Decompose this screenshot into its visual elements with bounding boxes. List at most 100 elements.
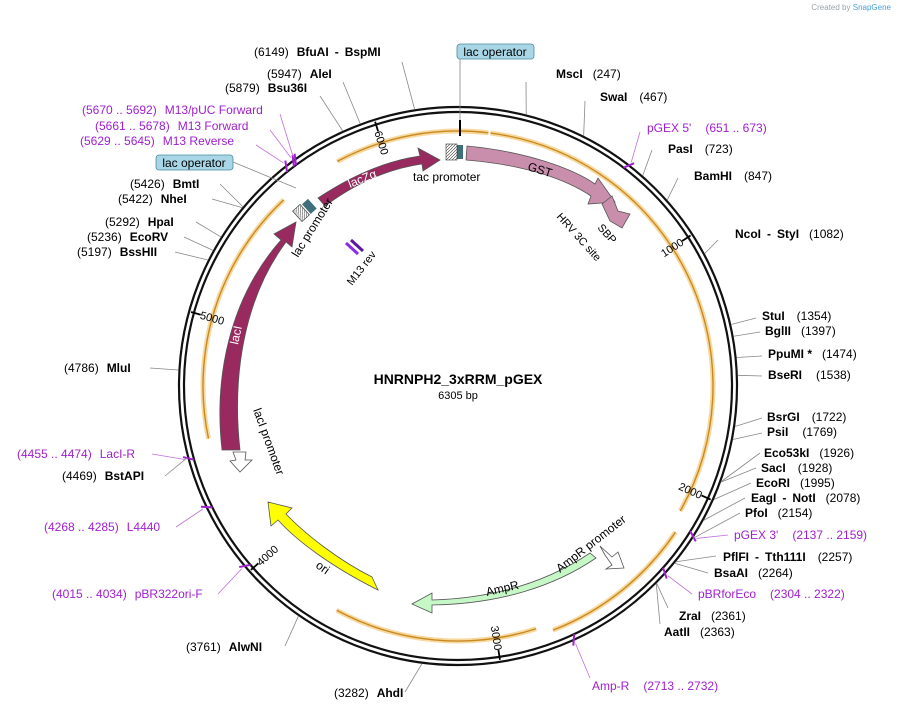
enzyme-bsshii[interactable]: (5197)BssHII [77, 245, 157, 259]
ruler-tick-2000 [701, 494, 712, 501]
enzyme-hpai[interactable]: (5292)HpaI [105, 215, 174, 229]
backbone-outer [177, 105, 739, 667]
feature-lacz-alpha[interactable] [317, 147, 441, 207]
enzyme-bmti[interactable]: (5426)BmtI [130, 177, 199, 191]
enzyme-leader-17 [703, 497, 746, 521]
feature-laci-label: lacI [227, 324, 245, 345]
primer-mark-1 [291, 155, 295, 167]
enzyme-leader-23 [404, 663, 423, 693]
enzyme-leader-11 [737, 374, 763, 377]
lac-promoter-mark [292, 204, 310, 222]
primer-leader-2 [255, 144, 284, 164]
enzyme-bsu36i[interactable]: (5879)Bsu36I [225, 81, 307, 95]
feature-sbp[interactable] [601, 195, 631, 229]
primer-mark-6 [572, 634, 576, 646]
enzyme-leader-1 [342, 81, 361, 124]
primer-mark-9 [182, 456, 195, 461]
enzyme-bsrgi[interactable]: BsrGI(1722) [767, 410, 846, 424]
enzyme-bfuai-bspmi[interactable]: (6149)BfuAI-BspMI [254, 45, 381, 59]
primer-leader-9 [151, 453, 185, 460]
lac-operator-mark-left [302, 198, 317, 214]
lac-operator-mark-top [457, 145, 463, 159]
feature-ori[interactable] [267, 501, 379, 591]
ruler-label-4000: 4000 [255, 543, 281, 568]
enzyme-bglii[interactable]: BglII(1397) [765, 324, 836, 338]
enzyme-nhei[interactable]: (5422)NheI [118, 192, 187, 206]
enzyme-bstapi[interactable]: (4469)BstAPI [62, 469, 144, 483]
feature-laci[interactable] [219, 221, 297, 451]
primer-pgex-5[interactable]: pGEX 5'(651 .. 673) [647, 121, 767, 135]
enzyme-ncoi-styi[interactable]: NcoI-StyI(1082) [735, 227, 844, 241]
ruler-tick-4000 [250, 562, 259, 571]
primer-m13-reverse[interactable]: (5629 .. 5645)M13 Reverse [80, 134, 234, 148]
enzyme-leader-25 [164, 457, 188, 477]
orf-laci [202, 199, 285, 439]
enzyme-leader-20 [674, 562, 709, 574]
enzyme-bsaai[interactable]: BsaAI(2264) [714, 566, 793, 580]
enzyme-leader-31 [219, 183, 244, 208]
primer-leader-7 [217, 568, 243, 595]
primer-leader-1 [269, 129, 292, 158]
primer-labels: (5670 .. 5692)M13/pUC Forward (5661 .. 5… [17, 103, 867, 693]
enzyme-eco53ki[interactable]: Eco53kI(1926) [764, 446, 854, 460]
enzyme-leader-7 [704, 239, 719, 254]
orf-lacz [336, 130, 489, 163]
primer-pgex-3[interactable]: pGEX 3'(2137 .. 2159) [734, 528, 867, 542]
primer-mark-4 [689, 530, 697, 542]
orf-arcs [200, 128, 716, 644]
enzyme-alei[interactable]: (5947)AleI [267, 67, 332, 81]
feature-ori-label: ori [313, 558, 332, 577]
enzyme-leader-lines [149, 61, 763, 693]
enzyme-ahdi[interactable]: (3282)AhdI [334, 686, 403, 700]
plasmid-name: HNRNPH2_3xRRM_pGEX [374, 371, 543, 387]
enzyme-mlui[interactable]: (4786)MluI [64, 361, 131, 375]
enzyme-pfoi[interactable]: PfoI(2154) [745, 506, 812, 520]
primer-m13-forward[interactable]: (5661 .. 5678)M13 Forward [95, 119, 248, 133]
enzyme-zrai[interactable]: ZraI(2361) [679, 609, 746, 623]
enzyme-stui[interactable]: StuI(1354) [762, 309, 831, 323]
enzyme-leader-12 [734, 417, 763, 427]
primer-amp-r[interactable]: Amp-R(2713 .. 2732) [592, 679, 718, 693]
enzyme-ecori[interactable]: EcoRI(1995) [756, 476, 835, 490]
enzyme-psii[interactable]: PsiI(1769) [767, 425, 837, 439]
enzyme-leader-24 [284, 615, 299, 647]
enzyme-leader-16 [713, 482, 752, 500]
primer-laci-r[interactable]: (4455 .. 4474)LacI-R [17, 447, 135, 461]
feature-ampr[interactable] [411, 552, 597, 614]
primer-pbrforeco[interactable]: pBRforEco(2304 .. 2322) [698, 587, 845, 601]
ruler-tick-1000 [681, 234, 692, 242]
enzyme-pflfi-tth111i[interactable]: PflFI-Tth111I(2257) [723, 550, 852, 564]
enzyme-bamhi[interactable]: BamHI(847) [694, 169, 772, 183]
lac-operator-box-top-text: lac operator [463, 45, 526, 59]
enzyme-leader-0 [401, 61, 416, 110]
enzyme-pasi[interactable]: PasI(723) [668, 142, 733, 156]
enzyme-leader-9 [733, 331, 761, 337]
lac-operator-box-left: lac operator [155, 154, 234, 171]
primer-mark-0 [293, 153, 297, 166]
enzyme-leader-19 [675, 555, 717, 563]
primer-l4440[interactable]: (4268 .. 4285)L4440 [44, 520, 160, 534]
feature-gst[interactable] [465, 145, 616, 205]
enzyme-eagi-noti[interactable]: EagI-NotI(2078) [751, 491, 860, 505]
feature-hrv-label: HRV 3C site [554, 211, 603, 264]
enzyme-leader-8 [731, 317, 757, 325]
enzyme-alwni[interactable]: (3761)AlwNI [186, 640, 262, 654]
enzyme-swai[interactable]: SwaI(467) [600, 90, 667, 104]
primer-pbr322ori-f[interactable]: (4015 .. 4034)pBR322ori-F [52, 587, 203, 601]
enzyme-saci[interactable]: SacI(1928) [761, 461, 832, 475]
enzyme-leader-6 [666, 177, 679, 201]
enzyme-ppumi[interactable]: PpuMI *(1474) [768, 347, 857, 361]
primer-m13-puc-forward[interactable]: (5670 .. 5692)M13/pUC Forward [82, 103, 263, 117]
ruler-tick-3000 [497, 649, 501, 660]
lac-operator-box-top: lac operator [456, 43, 535, 60]
enzyme-bseri[interactable]: BseRI(1538) [768, 368, 851, 382]
enzyme-aatii[interactable]: AatII(2363) [664, 625, 735, 639]
m13-rev-arrow-1 [344, 241, 360, 256]
enzyme-msci[interactable]: MscI(247) [556, 67, 621, 81]
ruler-tick-6000 [374, 121, 379, 132]
orf-ampr [336, 609, 537, 642]
tac-promoter-mark [445, 143, 458, 161]
enzyme-leader-27 [174, 251, 209, 261]
enzyme-ecorv[interactable]: (5236)EcoRV [87, 230, 168, 244]
